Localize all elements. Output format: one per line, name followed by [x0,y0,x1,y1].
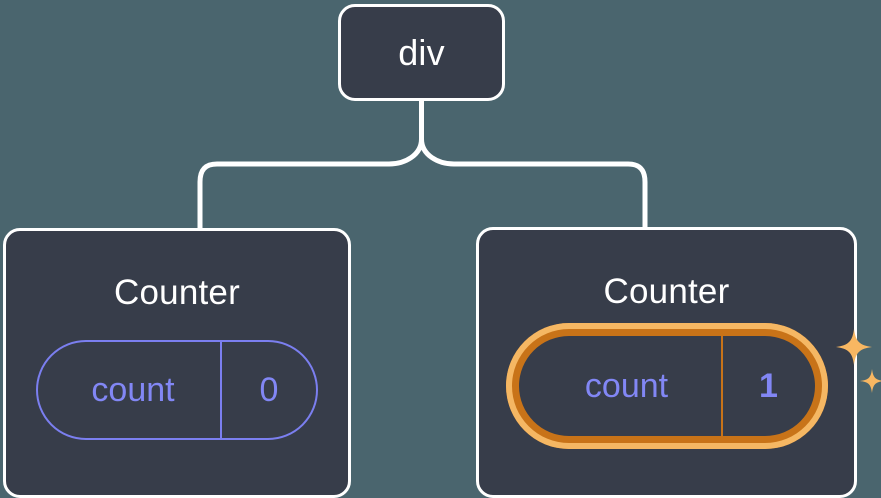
edge-div-to-counter-right [422,139,646,228]
state-pill-right-inner: count 1 [519,336,815,436]
state-pill-left[interactable]: count 0 [36,340,318,440]
sparkle-group [830,327,881,407]
node-counter-left[interactable]: Counter count 0 [3,228,351,498]
state-value-right: 1 [721,336,815,436]
state-value-left: 0 [220,342,316,438]
node-div-label: div [398,35,445,71]
edge-div-to-counter-left [200,139,422,228]
node-div[interactable]: div [338,4,505,101]
node-counter-right-label: Counter [604,274,730,309]
state-pill-right[interactable]: count 1 [506,323,828,449]
sparkle-small-icon [860,369,881,393]
state-pill-wrapper-right: count 1 [506,323,828,449]
state-pill-wrapper-left: count 0 [36,340,318,440]
node-counter-right[interactable]: Counter count 1 [476,227,857,498]
sparkle-large-icon [836,329,872,365]
state-key-right: count [519,336,721,436]
state-key-left: count [38,342,220,438]
node-counter-left-label: Counter [114,275,240,310]
